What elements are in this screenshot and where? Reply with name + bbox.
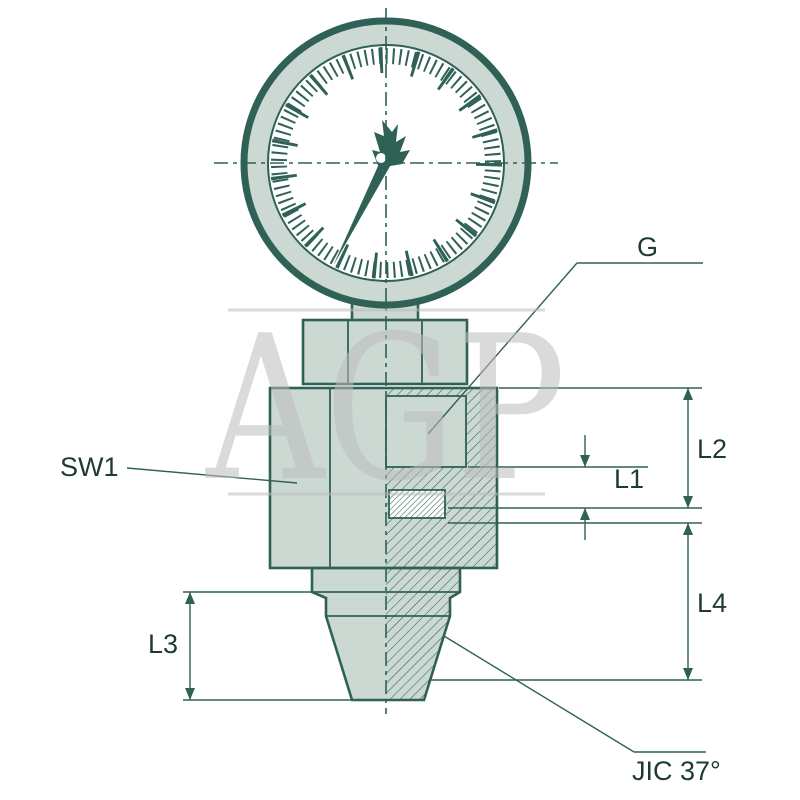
label-l2: L2 — [697, 434, 727, 464]
gauge-hub-hole — [376, 153, 386, 163]
label-sw1: SW1 — [60, 452, 119, 482]
leader-sw1 — [126, 467, 298, 484]
dim-l1: L1 — [580, 435, 644, 540]
callout-sw1: SW1 — [60, 452, 298, 484]
upper-hex-nut — [303, 320, 467, 384]
label-l4: L4 — [697, 588, 727, 618]
dim-l4: L4 — [683, 523, 727, 680]
leader-g-diagonal — [427, 262, 578, 435]
leader-jic-diagonal — [443, 635, 635, 753]
thread-bore — [386, 396, 466, 467]
dim-l3: L3 — [148, 592, 195, 700]
upper-hex-nut-outline — [301, 318, 469, 386]
dim-l2: L2 — [683, 388, 727, 508]
callout-jic: JIC 37° — [443, 635, 721, 786]
watermark-text: AGP — [204, 293, 566, 526]
label-l1: L1 — [614, 464, 644, 494]
label-jic: JIC 37° — [632, 756, 721, 786]
callout-g: G — [427, 232, 703, 435]
seal-outline — [388, 489, 446, 519]
gauge-needle — [333, 155, 393, 266]
dimensions: L2 L1 L4 L3 SW1 — [60, 232, 727, 786]
watermark: AGP — [204, 293, 566, 526]
label-g: G — [637, 232, 658, 262]
label-l3: L3 — [148, 629, 178, 659]
section-hatch-stem — [386, 568, 460, 700]
jic-stem-outline — [310, 566, 462, 702]
